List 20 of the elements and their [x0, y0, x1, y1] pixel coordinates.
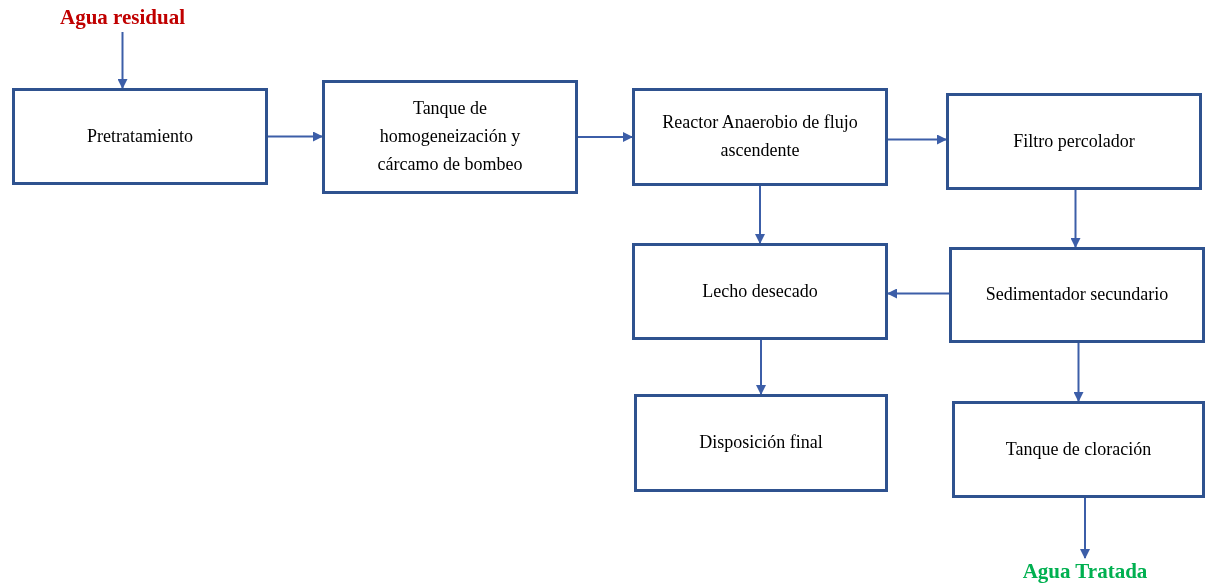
arrow	[1070, 189, 1081, 248]
flow-label: Agua Tratada	[995, 558, 1175, 585]
arrow	[117, 31, 128, 89]
arrow	[267, 131, 323, 142]
arrow	[756, 339, 766, 395]
arrow	[755, 185, 765, 244]
process-box: Pretratamiento	[12, 88, 268, 185]
arrow	[887, 134, 947, 145]
process-box: Filtro percolador	[946, 93, 1202, 190]
process-box: Tanque de homogeneización y cárcamo de bombeo	[322, 80, 578, 194]
process-box: Tanque de cloración	[952, 401, 1205, 498]
flow-label: Agua residual	[40, 4, 205, 32]
process-box: Reactor Anaerobio de flujo ascendente	[632, 88, 888, 186]
arrow	[887, 288, 950, 299]
arrow	[577, 132, 633, 142]
process-box: Sedimentador secundario	[949, 247, 1205, 343]
arrow	[1080, 497, 1090, 559]
arrow	[1073, 342, 1084, 402]
process-box: Disposición final	[634, 394, 888, 492]
process-box: Lecho desecado	[632, 243, 888, 340]
